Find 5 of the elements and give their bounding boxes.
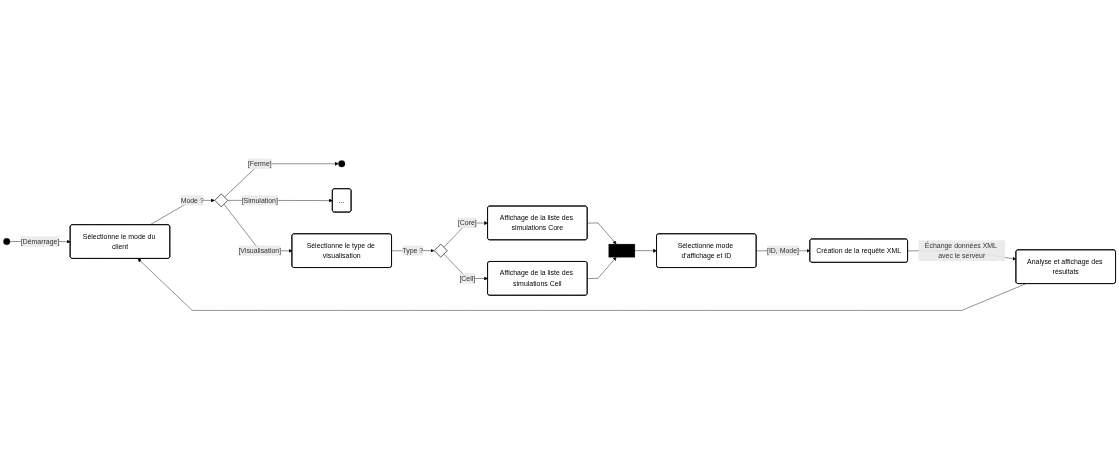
node-circle — [338, 160, 346, 168]
node-bar — [608, 243, 636, 258]
node-diamond — [433, 243, 448, 258]
node-diamond — [214, 193, 229, 208]
node-circle — [3, 238, 11, 245]
